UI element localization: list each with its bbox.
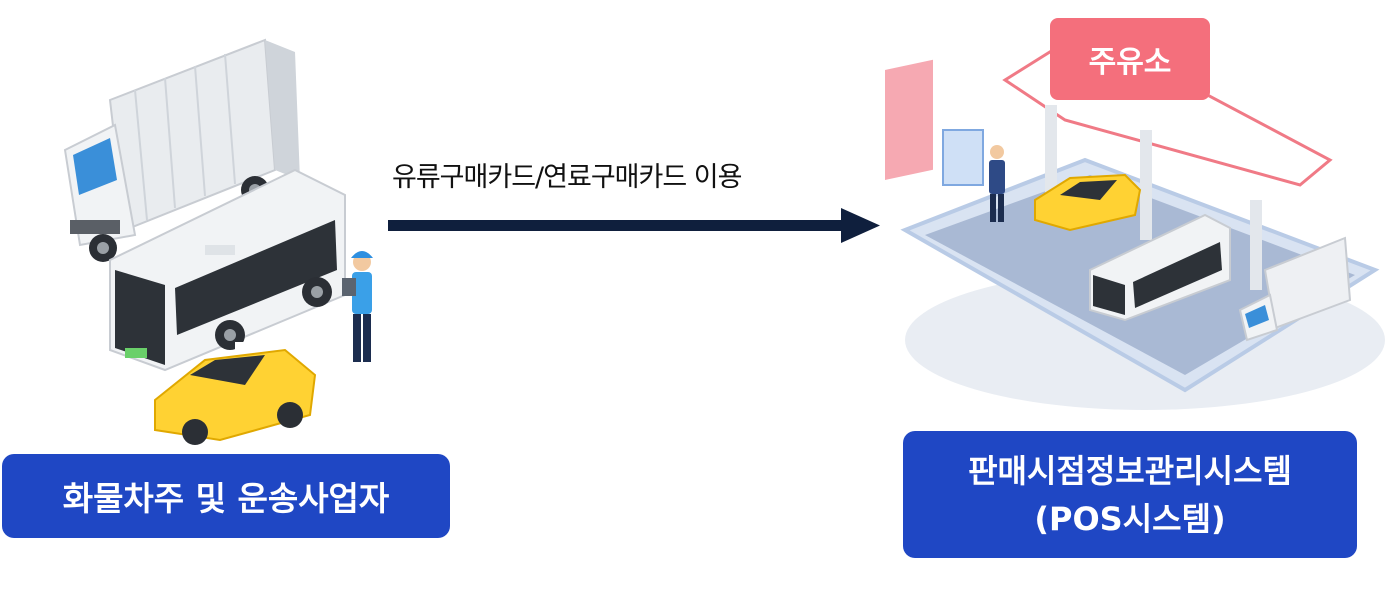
label-freight-owners: 화물차주 및 운송사업자: [2, 454, 450, 538]
taxi-icon: [1034, 173, 1142, 232]
bus-icon: [109, 168, 346, 372]
label-pos-line2: (POS시스템): [1034, 499, 1226, 538]
worker-icon: [989, 145, 1005, 222]
gas-station-illustration: 주유소: [885, 18, 1385, 410]
bus-icon: [1089, 213, 1231, 322]
truck-icon: [1238, 236, 1352, 342]
sign-label: 주유소: [1089, 45, 1172, 80]
arrow-label: 유류구매카드/연료구매카드 이용: [392, 162, 742, 193]
arrow: [388, 208, 880, 243]
sign-board: 주유소: [1050, 18, 1210, 100]
taxi-icon: [154, 342, 317, 445]
truck-icon: [63, 38, 300, 262]
label-freight-owners-text: 화물차주 및 운송사업자: [62, 479, 390, 518]
vehicles-illustration: [63, 38, 373, 445]
worker-icon: [342, 251, 373, 362]
label-pos-system: 판매시점정보관리시스템 (POS시스템): [903, 431, 1357, 558]
label-pos-line1: 판매시점정보관리시스템: [968, 451, 1292, 490]
